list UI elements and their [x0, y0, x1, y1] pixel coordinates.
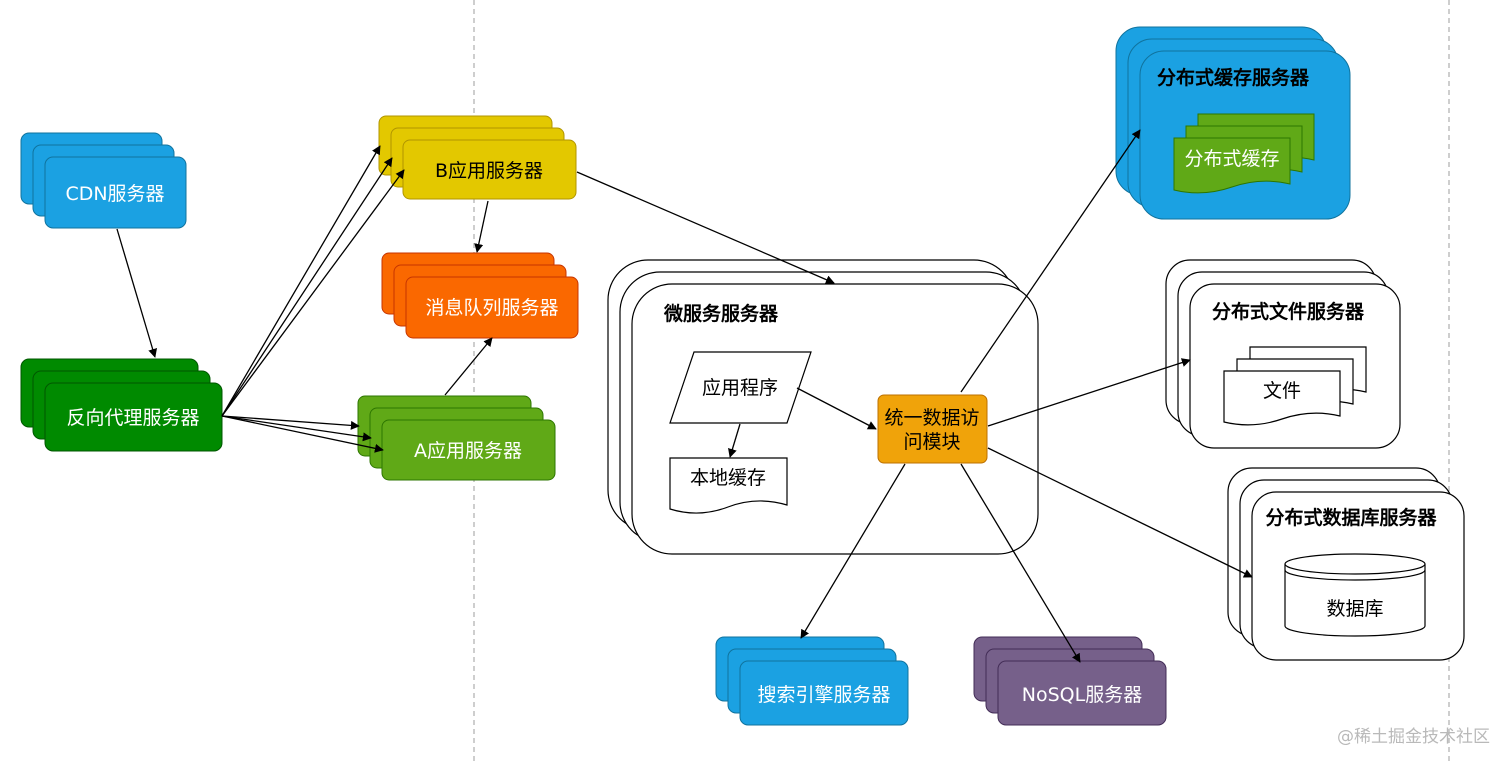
app-program-label: 应用程序	[702, 377, 778, 399]
dist-cache-server-label: 分布式缓存服务器	[1157, 66, 1310, 89]
data-access-module[interactable]: 统一数据访 问模块	[877, 394, 988, 464]
arrow-app-to-data-access	[796, 387, 877, 430]
file-node[interactable]: 文件	[1223, 346, 1367, 426]
arrow-proxy-to-a1	[221, 415, 360, 430]
arrow-b-to-microservice	[576, 171, 835, 284]
arrow-data-access-to-nosql	[960, 463, 1081, 663]
arrow-cdn-to-proxy	[116, 228, 158, 358]
data-access-label-line1: 统一数据访	[884, 407, 979, 429]
dist-cache-label: 分布式缓存	[1184, 148, 1279, 170]
arrow-proxy-to-b1	[221, 145, 381, 417]
file-label: 文件	[1263, 380, 1301, 402]
reverse-proxy-label: 反向代理服务器	[66, 407, 199, 429]
arrow-data-access-to-search	[800, 463, 906, 639]
microservice-label: 微服务服务器	[663, 302, 779, 325]
reverse-proxy-stack[interactable]: 反向代理服务器	[20, 358, 223, 452]
cdn-server-stack[interactable]: CDN服务器	[20, 132, 187, 229]
cdn-label: CDN服务器	[65, 183, 164, 205]
arrow-b-to-mq	[474, 200, 489, 253]
data-access-label-line2: 问模块	[903, 431, 960, 453]
message-queue-label: 消息队列服务器	[425, 297, 558, 319]
dist-db-server-label: 分布式数据库服务器	[1265, 506, 1437, 529]
arrow-proxy-to-a3	[221, 415, 384, 453]
a-app-label: A应用服务器	[414, 440, 522, 462]
database-node[interactable]: 数据库	[1284, 553, 1426, 637]
local-cache-node[interactable]: 本地缓存	[669, 457, 788, 514]
search-engine-server-stack[interactable]: 搜索引擎服务器	[715, 636, 909, 726]
app-program-node[interactable]: 应用程序	[669, 351, 812, 424]
arrow-data-access-to-dist-db	[987, 447, 1253, 578]
b-app-server-stack[interactable]: B应用服务器	[378, 115, 577, 200]
database-label: 数据库	[1326, 598, 1383, 620]
arrow-proxy-to-b2	[221, 157, 393, 417]
nosql-label: NoSQL服务器	[1022, 684, 1142, 706]
arrow-a-to-mq	[444, 337, 493, 396]
local-cache-label: 本地缓存	[690, 467, 766, 489]
arrow-proxy-to-b3	[221, 169, 405, 417]
search-engine-label: 搜索引擎服务器	[757, 684, 890, 706]
arrow-data-access-to-dist-cache	[960, 129, 1141, 393]
b-app-label: B应用服务器	[435, 160, 543, 182]
dist-file-server-label: 分布式文件服务器	[1212, 300, 1365, 323]
a-app-server-stack[interactable]: A应用服务器	[357, 395, 556, 481]
arrow-data-access-to-dist-file	[987, 358, 1191, 427]
watermark-text: @稀土掘金技术社区	[1337, 727, 1490, 747]
message-queue-stack[interactable]: 消息队列服务器	[381, 252, 579, 339]
dist-cache-node[interactable]: 分布式缓存	[1173, 113, 1315, 194]
arrow-proxy-to-a2	[221, 415, 372, 442]
arrow-app-to-local-cache	[728, 423, 741, 458]
nosql-server-stack[interactable]: NoSQL服务器	[973, 636, 1167, 726]
